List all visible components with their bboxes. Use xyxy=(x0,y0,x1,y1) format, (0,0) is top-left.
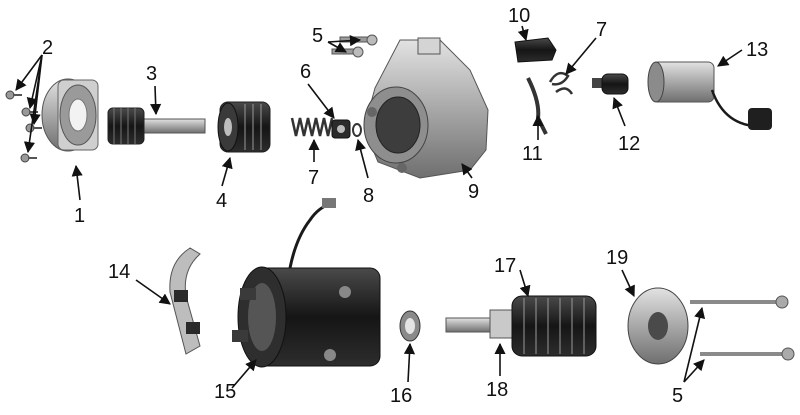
part-10-cover xyxy=(514,37,557,63)
label-2: 2 xyxy=(42,37,53,59)
part-15-field-frame xyxy=(232,198,381,368)
part-14-brush-plate xyxy=(169,247,201,355)
label-5-top: 5 xyxy=(312,25,323,47)
leader-lines xyxy=(15,25,743,389)
part-2-screws xyxy=(5,90,42,163)
part-7-clip xyxy=(548,71,574,95)
part-12-plunger xyxy=(592,73,629,95)
part-1-drive-end-plate xyxy=(41,78,99,152)
label-13: 13 xyxy=(746,39,768,61)
label-10: 10 xyxy=(508,5,530,27)
label-19: 19 xyxy=(606,247,628,269)
part-8-ring xyxy=(352,123,362,137)
label-15: 15 xyxy=(214,381,236,403)
part-17-armature-windings xyxy=(511,295,597,357)
part-5-bolts-top xyxy=(331,34,378,58)
label-16: 16 xyxy=(390,385,412,407)
label-1: 1 xyxy=(74,205,85,227)
label-3: 3 xyxy=(146,63,157,85)
part-4-clutch xyxy=(217,101,271,153)
part-6-collar xyxy=(331,119,351,139)
label-18: 18 xyxy=(486,379,508,401)
part-18-armature xyxy=(445,309,517,339)
part-16-bearing xyxy=(399,310,421,342)
part-11-lever xyxy=(526,77,548,135)
label-4: 4 xyxy=(216,190,227,212)
part-13-solenoid xyxy=(647,61,772,130)
part-3-pinion-shaft xyxy=(107,107,206,145)
label-6: 6 xyxy=(300,61,311,83)
part-9-drive-housing xyxy=(363,37,489,179)
label-14: 14 xyxy=(108,261,130,283)
label-12: 12 xyxy=(618,133,640,155)
label-8: 8 xyxy=(363,185,374,207)
label-17: 17 xyxy=(494,255,516,277)
part-19-end-cover xyxy=(627,287,689,365)
part-5-through-bolts xyxy=(690,295,795,361)
label-7-spring: 7 xyxy=(308,167,319,189)
label-5-bottom: 5 xyxy=(672,385,683,407)
label-7-clip: 7 xyxy=(596,19,607,41)
part-7-spring xyxy=(290,117,334,137)
label-11: 11 xyxy=(522,143,543,165)
part-number-labels: 2 3 1 4 5 6 7 8 9 10 7 11 12 13 14 15 16… xyxy=(42,5,768,407)
label-9: 9 xyxy=(468,181,479,203)
